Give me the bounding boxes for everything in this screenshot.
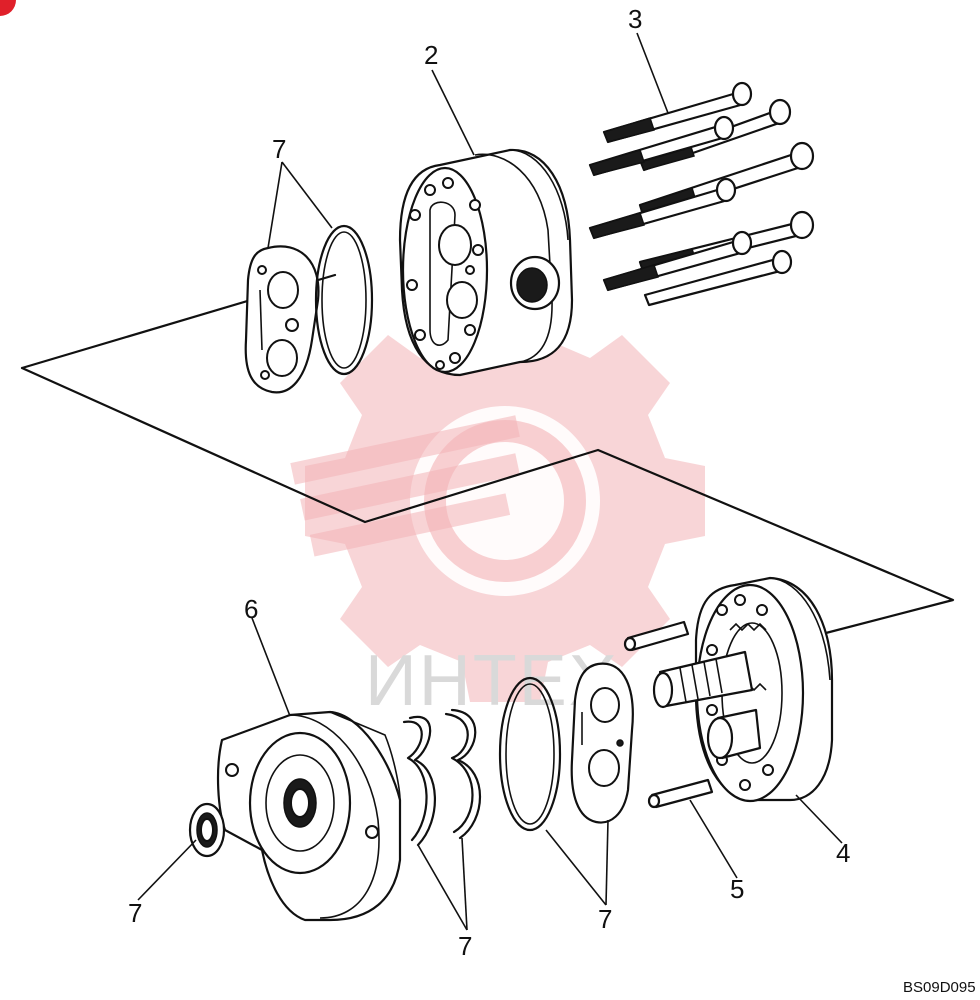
bolt-set: [588, 81, 815, 307]
thrust-plate-top: [244, 245, 320, 394]
bolt: [643, 249, 793, 307]
drive-shaft: [652, 650, 754, 709]
callout-7-top: 7: [272, 134, 286, 164]
o-ring-bottom: [498, 676, 562, 832]
pump-body-housing: [398, 148, 574, 377]
thrust-plate-bottom: [570, 662, 634, 824]
dowel-pin-bottom: [647, 778, 714, 809]
bolt: [602, 81, 753, 144]
drawing-code: BS09D095: [903, 979, 976, 996]
bolt: [588, 177, 737, 240]
callout-7-seals: 7: [458, 931, 472, 961]
callout-5: 5: [730, 874, 744, 904]
dowel-pin-top: [623, 620, 690, 652]
shaft-seal: [188, 802, 226, 858]
corner-badge: [0, 0, 16, 16]
callout-6: 6: [244, 594, 258, 624]
bolt: [588, 115, 735, 177]
callout-7-plate: 7: [598, 904, 612, 934]
watermark-logo: [290, 300, 705, 702]
seal-ring-left: [402, 715, 436, 847]
seal-ring-right: [444, 708, 481, 840]
leader-lines: [137, 32, 843, 931]
callout-3: 3: [628, 4, 642, 34]
front-cover: [216, 710, 402, 922]
driven-shaft: [706, 708, 762, 760]
o-ring-top: [314, 224, 374, 376]
callout-4: 4: [836, 838, 850, 868]
callout-2: 2: [424, 40, 438, 70]
bolt: [602, 230, 753, 292]
callout-7-left: 7: [128, 898, 142, 928]
